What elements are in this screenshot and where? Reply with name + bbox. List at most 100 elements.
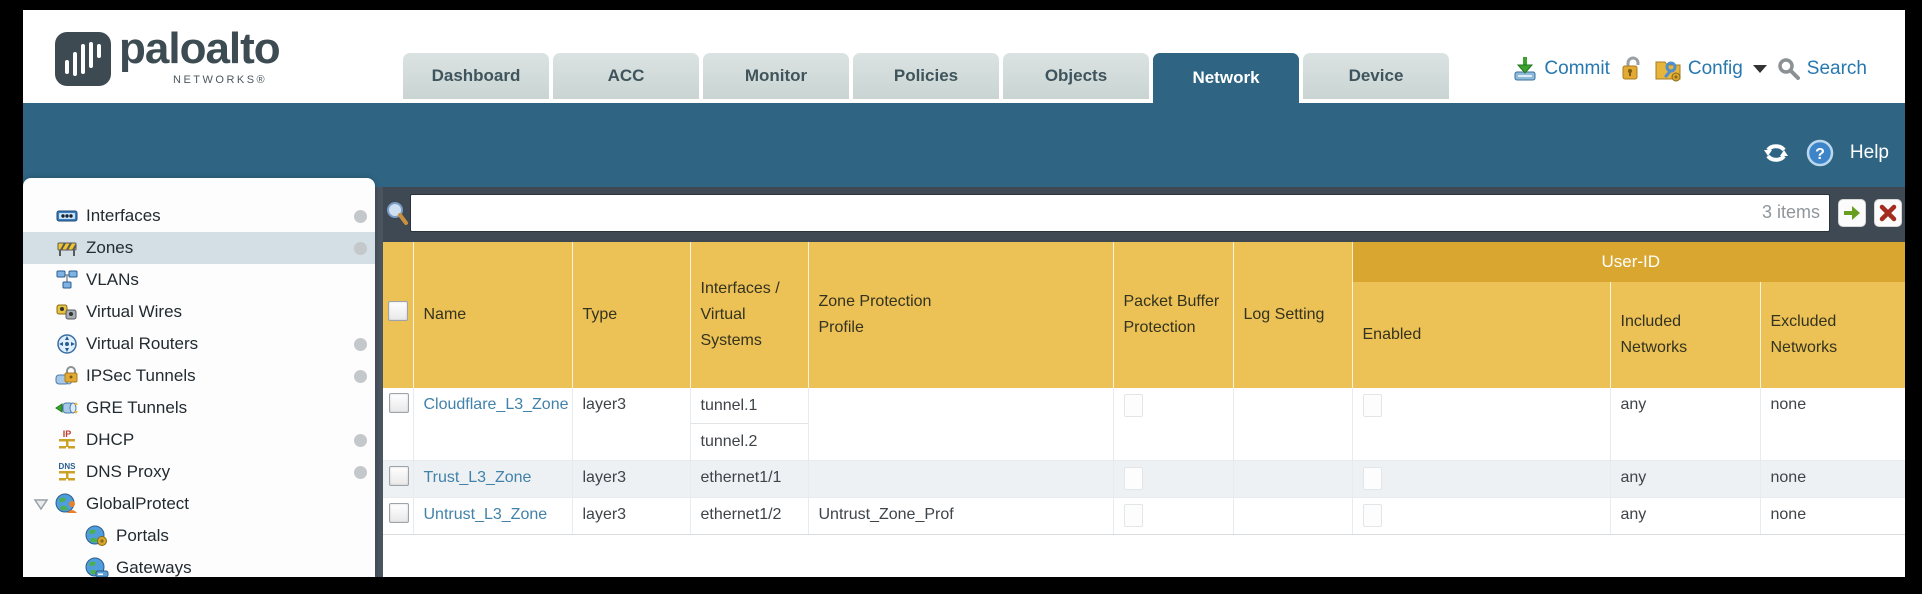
sidebar-item-zones[interactable]: Zones [23,232,375,264]
zone-type: layer3 [572,460,691,498]
sidebar-item-label: Interfaces [86,206,161,225]
column-header-enabled[interactable]: Enabled [1352,282,1611,388]
help-label[interactable]: Help [1849,142,1889,163]
global-search-button[interactable]: Search [1777,57,1867,81]
dns-proxy-icon: DNS [55,461,79,483]
header-actions: Commit [1512,56,1867,82]
sidebar-item-gre-tunnels[interactable]: GRE Tunnels [23,392,375,424]
sidebar-item-label: DNS Proxy [86,462,171,481]
row-checkbox[interactable] [389,466,409,486]
commit-icon [1512,56,1538,82]
tab-dashboard[interactable]: Dashboard [403,53,549,99]
tab-network[interactable]: Network [1153,53,1299,103]
zone-protection-profile [808,460,1114,498]
user-id-enabled-checkbox [1362,504,1382,527]
filter-input[interactable] [410,194,1830,232]
tab-device[interactable]: Device [1303,53,1449,99]
sidebar-item-dns-proxy[interactable]: DNS DNS Proxy [23,456,375,488]
zone-interfaces: ethernet1/1 [690,460,809,498]
column-header-user-id-group: User-ID [1352,242,1905,282]
sidebar-item-vlans[interactable]: VLANs [23,264,375,296]
virtual-wires-icon [55,301,79,323]
help-icon[interactable]: ? [1806,139,1834,167]
sidebar-item-label: GlobalProtect [86,494,189,513]
tab-policies[interactable]: Policies [853,53,999,99]
sidebar-item-label: Virtual Routers [86,334,199,353]
column-header-interfaces[interactable]: Interfaces / Virtual Systems [690,242,809,388]
column-header-name[interactable]: Name [413,242,573,388]
status-dot [354,210,367,223]
search-icon [1777,57,1801,81]
tab-monitor[interactable]: Monitor [703,53,849,99]
zone-name-link[interactable]: Trust_L3_Zone [423,469,532,486]
column-header-excluded-networks[interactable]: Excluded Networks [1760,282,1905,388]
row-checkbox[interactable] [389,503,409,523]
apply-filter-button[interactable] [1838,199,1866,227]
interface-subcell: tunnel.2 [700,433,758,450]
sidebar-item-virtual-wires[interactable]: Virtual Wires [23,296,375,328]
column-header-zone-protection-profile[interactable]: Zone Protection Profile [808,242,1114,388]
sidebar-item-ipsec-tunnels[interactable]: IPSec Tunnels [23,360,375,392]
sidebar-item-gateways[interactable]: Gateways [23,552,375,577]
sidebar-item-label: VLANs [86,270,139,289]
column-header-packet-buffer-protection[interactable]: Packet Buffer Protection [1113,242,1234,388]
zone-name-link[interactable]: Untrust_L3_Zone [423,506,548,523]
packet-buffer-checkbox [1123,467,1143,490]
sidebar-divider [375,187,383,577]
zone-protection-profile: Untrust_Zone_Prof [808,497,1114,535]
sidebar-item-globalprotect[interactable]: GlobalProtect [23,488,375,520]
virtual-routers-icon [55,333,79,355]
sidebar-item-label: Virtual Wires [86,302,183,321]
column-header-included-networks[interactable]: Included Networks [1610,282,1761,388]
config-button[interactable]: Config [1654,56,1767,82]
sidebar-item-virtual-routers[interactable]: Virtual Routers [23,328,375,360]
user-id-enabled-checkbox [1362,394,1382,417]
packet-buffer-protection-cell [1113,460,1234,498]
paloalto-logo-icon [55,32,111,86]
ipsec-tunnels-icon [55,365,79,387]
commit-button[interactable]: Commit [1512,56,1610,82]
gre-tunnels-icon [55,397,79,419]
user-id-enabled-cell [1352,460,1611,498]
tab-acc[interactable]: ACC [553,53,699,99]
green-arrow-icon [1842,203,1862,223]
sidebar-item-interfaces[interactable]: Interfaces [23,200,375,232]
log-setting [1233,388,1353,461]
interfaces-icon [55,205,79,227]
zone-name-cell: Trust_L3_Zone [413,460,573,498]
sidebar-item-label: Gateways [116,558,192,577]
status-dot [354,242,367,255]
sidebar-item-portals[interactable]: Portals [23,520,375,552]
zone-interfaces: ethernet1/2 [690,497,809,535]
column-header-log-setting[interactable]: Log Setting [1233,242,1353,388]
portals-icon [85,525,109,547]
user-id-enabled-cell [1352,497,1611,535]
refresh-icon[interactable] [1762,140,1790,166]
sidebar-item-label: GRE Tunnels [86,398,188,417]
interface-subcell: tunnel.1 [690,388,808,424]
globalprotect-icon [55,493,79,515]
lock-icon[interactable] [1620,56,1644,82]
sidebar-item-label: Portals [116,526,169,545]
excluded-networks: none [1760,497,1905,535]
brand-subtitle: NETWORKS® [173,74,268,86]
row-select-cell [383,497,414,535]
zone-name-link[interactable]: Cloudflare_L3_Zone [423,396,569,413]
zone-interfaces: tunnel.1 tunnel.2 [690,388,809,461]
select-all-checkbox[interactable] [388,300,408,321]
row-checkbox[interactable] [389,393,409,413]
column-header-type[interactable]: Type [572,242,691,388]
column-header-select[interactable] [383,242,414,388]
clear-filter-button[interactable] [1874,199,1902,227]
log-setting [1233,497,1353,535]
filter-toolbar: 3 items [375,187,1905,242]
tab-objects[interactable]: Objects [1003,53,1149,99]
config-icon [1654,56,1682,82]
included-networks: any [1610,460,1761,498]
svg-text:?: ? [1815,146,1825,163]
